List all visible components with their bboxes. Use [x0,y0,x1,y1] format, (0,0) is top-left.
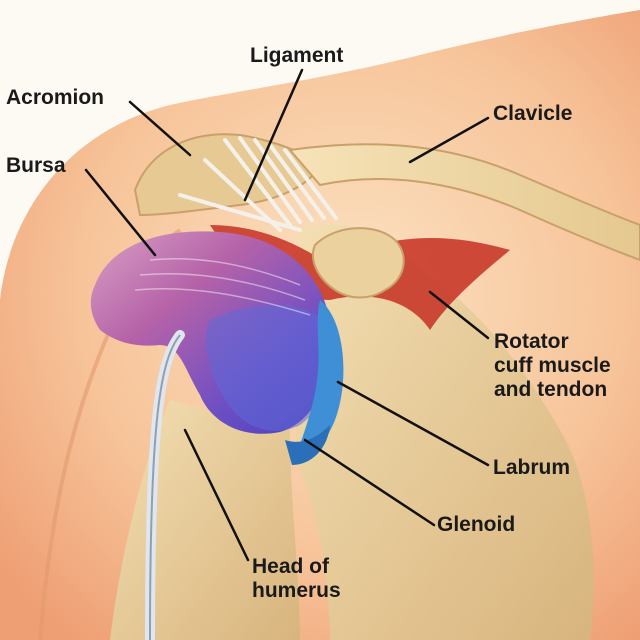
label-labrum: Labrum [493,456,571,479]
label-head-of-humerus-line-2: humerus [252,579,341,602]
labrum-rim [295,300,344,462]
leader-glenoid [303,438,436,527]
leader-bursa [84,168,157,257]
label-rotator-cuff-line-3: and tendon [494,378,608,401]
leader-ligament [243,68,304,202]
label-acromion: Acromion [6,86,105,109]
label-head-of-humerus-line-1: Head of [252,555,330,578]
leader-rotator-cuff [428,290,490,340]
coracoid-process [312,227,405,299]
humeral-head-blue [205,305,333,431]
label-glenoid: Glenoid [437,513,516,536]
label-ligament: Ligament [250,44,344,67]
clavicle-bone [288,143,640,262]
glenoid-rim [285,425,330,465]
leader-acromion [128,100,192,157]
leader-clavicle [408,116,490,164]
scapula-bone [295,224,594,640]
label-clavicle: Clavicle [493,102,573,125]
leader-lines [84,68,490,562]
label-bursa: Bursa [6,154,66,177]
leader-labrum [336,380,490,467]
label-rotator-cuff-line-1: Rotator [494,330,569,353]
bursa-striations [134,257,311,316]
leader-head-of-humerus [183,428,250,562]
label-rotator-cuff-line-2: cuff muscle [494,354,611,377]
label-head-of-humerus: Head of humerus [252,555,341,603]
ligament-fibers [178,136,338,232]
label-rotator-cuff: Rotator cuff muscle and tendon [494,330,611,402]
